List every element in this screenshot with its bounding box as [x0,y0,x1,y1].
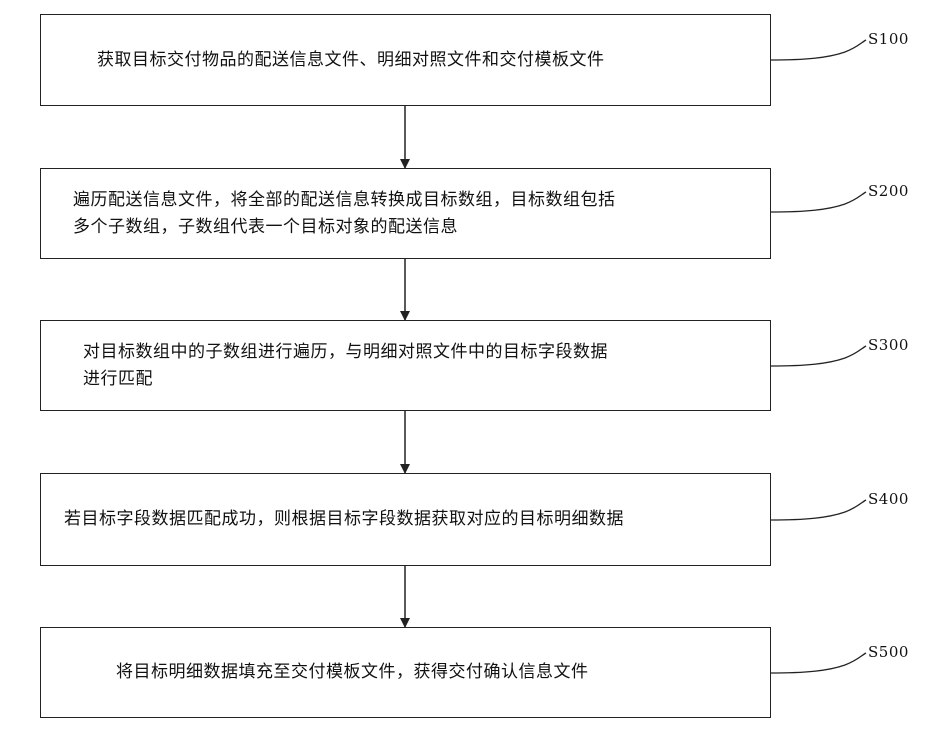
step-box-s100: 获取目标交付物品的配送信息文件、明细对照文件和交付模板文件 [40,14,771,106]
step-label-s200: S200 [868,182,909,200]
leader-s200 [771,192,866,212]
step-label-s300: S300 [868,336,909,354]
step-text-s500: 将目标明细数据填充至交付模板文件，获得交付确认信息文件 [116,659,589,686]
step-text-s400: 若目标字段数据匹配成功，则根据目标字段数据获取对应的目标明细数据 [64,506,624,533]
leader-s100 [771,40,866,60]
step-text-s200: 遍历配送信息文件，将全部的配送信息转换成目标数组，目标数组包括 多个子数组，子数… [73,187,616,241]
leader-s400 [771,500,866,520]
step-box-s400: 若目标字段数据匹配成功，则根据目标字段数据获取对应的目标明细数据 [40,473,771,566]
step-label-s500: S500 [868,643,909,661]
leader-s300 [771,346,866,366]
step-box-s500: 将目标明细数据填充至交付模板文件，获得交付确认信息文件 [40,627,771,718]
leader-s500 [771,653,866,673]
step-label-s100: S100 [868,30,909,48]
step-text-s300: 对目标数组中的子数组进行遍历，与明细对照文件中的目标字段数据 进行匹配 [83,339,608,393]
step-box-s200: 遍历配送信息文件，将全部的配送信息转换成目标数组，目标数组包括 多个子数组，子数… [40,168,771,259]
step-text-s100: 获取目标交付物品的配送信息文件、明细对照文件和交付模板文件 [97,47,605,74]
step-label-s400: S400 [868,490,909,508]
step-box-s300: 对目标数组中的子数组进行遍历，与明细对照文件中的目标字段数据 进行匹配 [40,320,771,411]
